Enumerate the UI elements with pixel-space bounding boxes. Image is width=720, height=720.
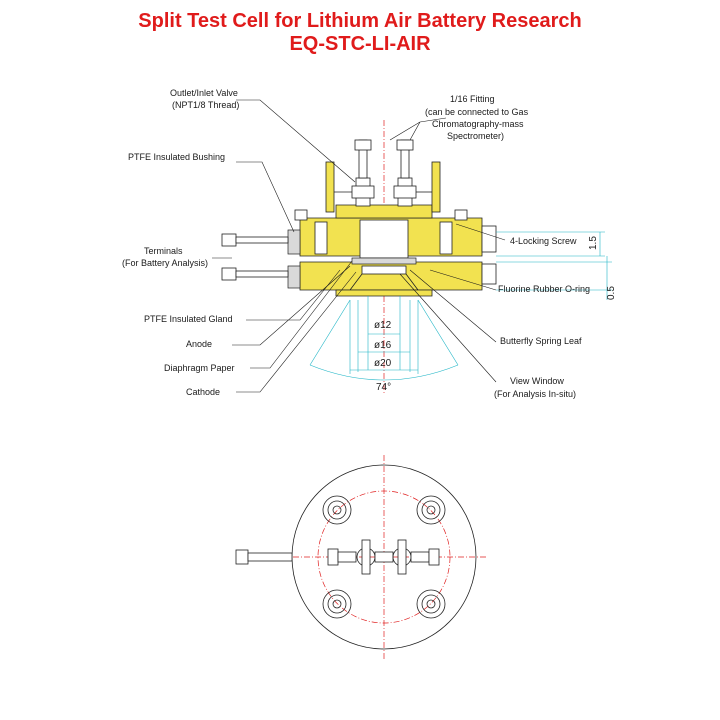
inner-cavity xyxy=(359,219,409,259)
side-view: ø12 ø16 ø20 74° 1.5 0.5 Outlet/Inlet Val… xyxy=(122,88,617,399)
top-view xyxy=(235,455,486,660)
dimension-lines xyxy=(309,231,612,381)
ptfe-bushing-lower xyxy=(287,265,301,289)
terminal-shaft-lower xyxy=(235,270,289,278)
label-outlet-thread: (NPT1/8 Thread) xyxy=(172,100,239,110)
locking-screw-left xyxy=(314,221,328,255)
label-fitting-4: Spectrometer) xyxy=(447,131,504,141)
terminal-shaft-upper xyxy=(235,236,289,244)
label-ptfe-bushing: PTFE Insulated Bushing xyxy=(128,152,225,162)
view-window-glass xyxy=(361,265,407,275)
label-view-window-2: (For Analysis In-situ) xyxy=(494,389,576,399)
label-fitting-2: (can be connected to Gas xyxy=(425,107,529,117)
label-outlet-valve: Outlet/Inlet Valve xyxy=(170,88,238,98)
dim-angle: 74° xyxy=(376,382,391,393)
label-cathode: Cathode xyxy=(186,387,220,397)
label-fluorine-oring: Fluorine Rubber O-ring xyxy=(498,284,590,294)
bolt-hole-br xyxy=(416,589,446,619)
view-window-cone xyxy=(349,273,419,291)
screw-head-left xyxy=(294,209,308,221)
dim-0-5: 0.5 xyxy=(606,286,617,300)
ptfe-bushing xyxy=(287,229,301,255)
electrode-stack xyxy=(351,257,417,265)
label-ptfe-gland: PTFE Insulated Gland xyxy=(144,314,233,324)
label-view-window: View Window xyxy=(510,376,564,386)
label-butterfly: Butterfly Spring Leaf xyxy=(500,336,582,346)
terminal-head-lower xyxy=(221,267,237,281)
label-anode: Anode xyxy=(186,339,212,349)
label-fitting-3: Chromatography-mass xyxy=(432,119,524,129)
dim-d20: ø20 xyxy=(374,358,392,369)
valve-left xyxy=(325,139,375,213)
dim-1-5: 1.5 xyxy=(588,236,599,250)
dim-d12: ø12 xyxy=(374,320,392,331)
terminal-head-upper xyxy=(221,233,237,247)
top-boss xyxy=(335,204,433,219)
screw-head-right xyxy=(454,209,468,221)
label-terminals-2: (For Battery Analysis) xyxy=(122,258,208,268)
label-locking-screw: 4-Locking Screw xyxy=(510,236,577,246)
bottom-boss xyxy=(335,289,433,297)
leader-lines xyxy=(212,99,506,393)
top-valve-assembly xyxy=(327,539,440,575)
label-fitting: 1/16 Fitting xyxy=(450,94,495,104)
dim-d16: ø16 xyxy=(374,340,392,351)
diagram-title: Split Test Cell for Lithium Air Battery … xyxy=(138,10,582,32)
right-flange xyxy=(481,225,497,253)
locking-screw-right xyxy=(439,221,453,255)
bolt-hole-tl xyxy=(322,495,352,525)
valve-right xyxy=(393,139,441,213)
label-diaphragm: Diaphragm Paper xyxy=(164,363,235,373)
model-number: EQ-STC-LI-AIR xyxy=(289,33,431,55)
label-terminals: Terminals xyxy=(144,246,183,256)
bolt-hole-bl xyxy=(322,589,352,619)
right-flange-lower xyxy=(481,263,497,285)
top-terminal xyxy=(235,549,293,565)
bolt-hole-tr xyxy=(416,495,446,525)
